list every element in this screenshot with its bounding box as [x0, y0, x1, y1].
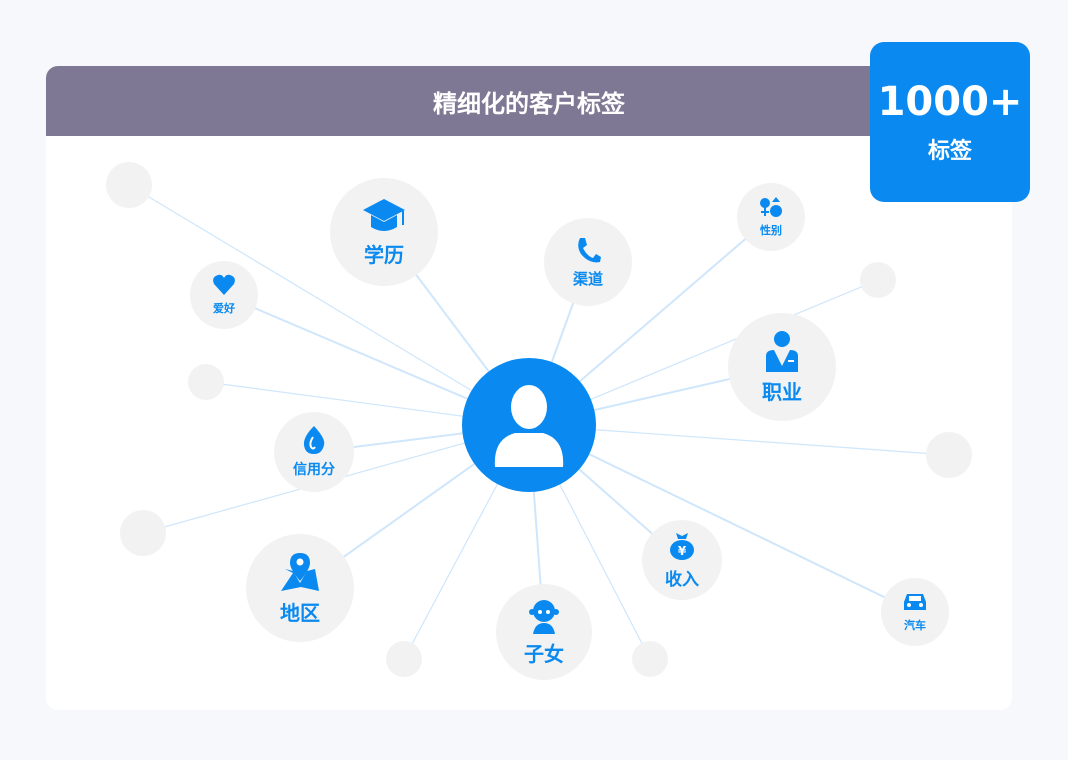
empty-node	[188, 364, 224, 400]
money-bag-icon: ¥	[670, 532, 694, 560]
svg-text:¥: ¥	[678, 544, 687, 558]
phone-icon	[578, 237, 601, 262]
line	[128, 184, 530, 426]
tag-region: 地区	[246, 534, 354, 642]
empty-node	[386, 641, 422, 677]
tag-income: ¥ 收入	[642, 520, 722, 600]
empty-node	[632, 641, 668, 677]
tag-count-label: 标签	[927, 139, 972, 164]
tag-occupation: 职业	[728, 313, 836, 421]
customer-hub	[462, 358, 596, 492]
empty-node	[860, 262, 896, 298]
tag-channel: 渠道	[544, 218, 632, 306]
tag-credit-score: 信用分	[274, 412, 354, 492]
tag-count: 1000+	[877, 79, 1023, 125]
line	[528, 424, 916, 613]
tag-label: 爱好	[213, 302, 235, 315]
empty-node	[120, 510, 166, 556]
graduation-cap-icon	[363, 198, 405, 231]
tag-label: 收入	[665, 569, 699, 590]
empty-node	[926, 432, 972, 478]
tag-count-badge: 1000+ 标签	[870, 42, 1030, 202]
tag-hobby: 爱好	[190, 261, 258, 329]
businessman-icon	[766, 330, 798, 372]
tag-education: 学历	[330, 178, 438, 286]
tag-label: 职业	[762, 379, 802, 404]
user-icon	[494, 385, 564, 467]
tag-label: 子女	[524, 641, 564, 666]
tag-gender: 性别	[737, 183, 805, 251]
tag-label: 渠道	[572, 269, 603, 288]
tag-label: 学历	[364, 242, 404, 267]
tag-label: 汽车	[904, 619, 926, 632]
tag-label: 信用分	[293, 462, 335, 478]
map-pin-icon	[281, 552, 319, 591]
car-icon	[904, 594, 926, 610]
diagram-title: 精细化的客户标签	[46, 66, 1012, 136]
gender-icon	[760, 197, 782, 217]
empty-node	[106, 162, 152, 208]
tag-car: 汽车	[881, 578, 949, 646]
child-icon	[529, 599, 559, 634]
drop-icon	[303, 426, 325, 454]
tag-label: 性别	[760, 224, 782, 237]
heart-icon	[213, 274, 235, 295]
tag-children: 子女	[496, 584, 592, 680]
line	[528, 424, 950, 456]
tag-label: 地区	[280, 600, 320, 625]
